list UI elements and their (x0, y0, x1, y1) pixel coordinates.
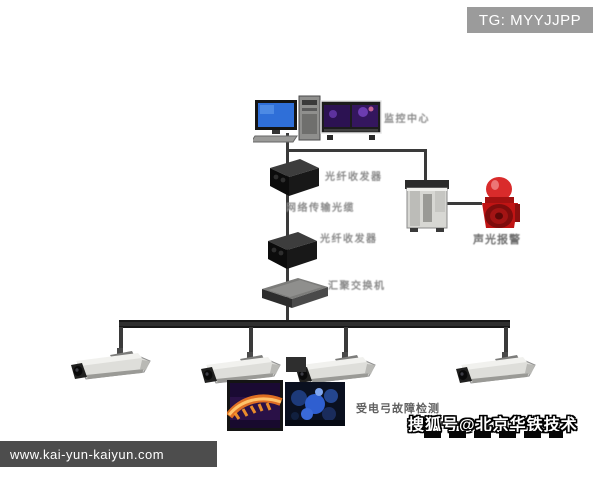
camera-3 (291, 352, 381, 397)
thermal-view-graphic (227, 380, 283, 431)
monitoring-center-label: 监控中心 (384, 114, 430, 125)
tg-badge: TG: MYYJJPP (467, 7, 593, 33)
aggregation-switch-label: 汇聚交换机 (328, 281, 386, 292)
small-dark-tag (286, 357, 306, 372)
engine-view-graphic (285, 382, 345, 426)
aggregation-switch-graphic (262, 278, 328, 308)
link-drop-camera-2 (249, 327, 253, 359)
alarm-controller-graphic (405, 180, 449, 232)
camera-4 (451, 352, 541, 397)
link-center-vertical (286, 133, 289, 323)
site-url-bar: www.kai-yun-kaiyun.com (0, 441, 217, 467)
fiber-transceiver-top-label: 光纤收发器 (325, 172, 383, 183)
link-drop-camera-3 (344, 327, 348, 359)
alarm-siren-graphic (482, 177, 520, 228)
monitoring-center-graphic (253, 95, 382, 143)
link-to-alarm-horizontal (287, 149, 427, 152)
link-controller-to-siren (444, 202, 482, 205)
fiber-transceiver-bottom-graphic (268, 232, 317, 269)
sohu-watermark: 搜狐号@北京华铁技术 (408, 417, 578, 434)
detection-label: 受电弓故障检测 (356, 403, 440, 415)
camera-2 (196, 352, 286, 397)
link-drop-camera-4 (504, 327, 508, 357)
tg-badge-text: TG: MYYJJPP (478, 11, 582, 29)
fiber-transceiver-top-graphic (270, 159, 319, 196)
camera-1 (66, 348, 156, 393)
link-to-alarm-vertical (424, 149, 427, 187)
alarm-label: 声光报警 (473, 234, 521, 246)
site-url-text: www.kai-yun-kaiyun.com (10, 446, 165, 462)
link-camera-bus (119, 320, 510, 328)
link-drop-camera-1 (119, 327, 123, 355)
fiber-link-label: 网络传输光缆 (286, 203, 355, 214)
fiber-transceiver-bottom-label: 光纤收发器 (320, 234, 378, 245)
sohu-underline-dashes (424, 431, 564, 438)
